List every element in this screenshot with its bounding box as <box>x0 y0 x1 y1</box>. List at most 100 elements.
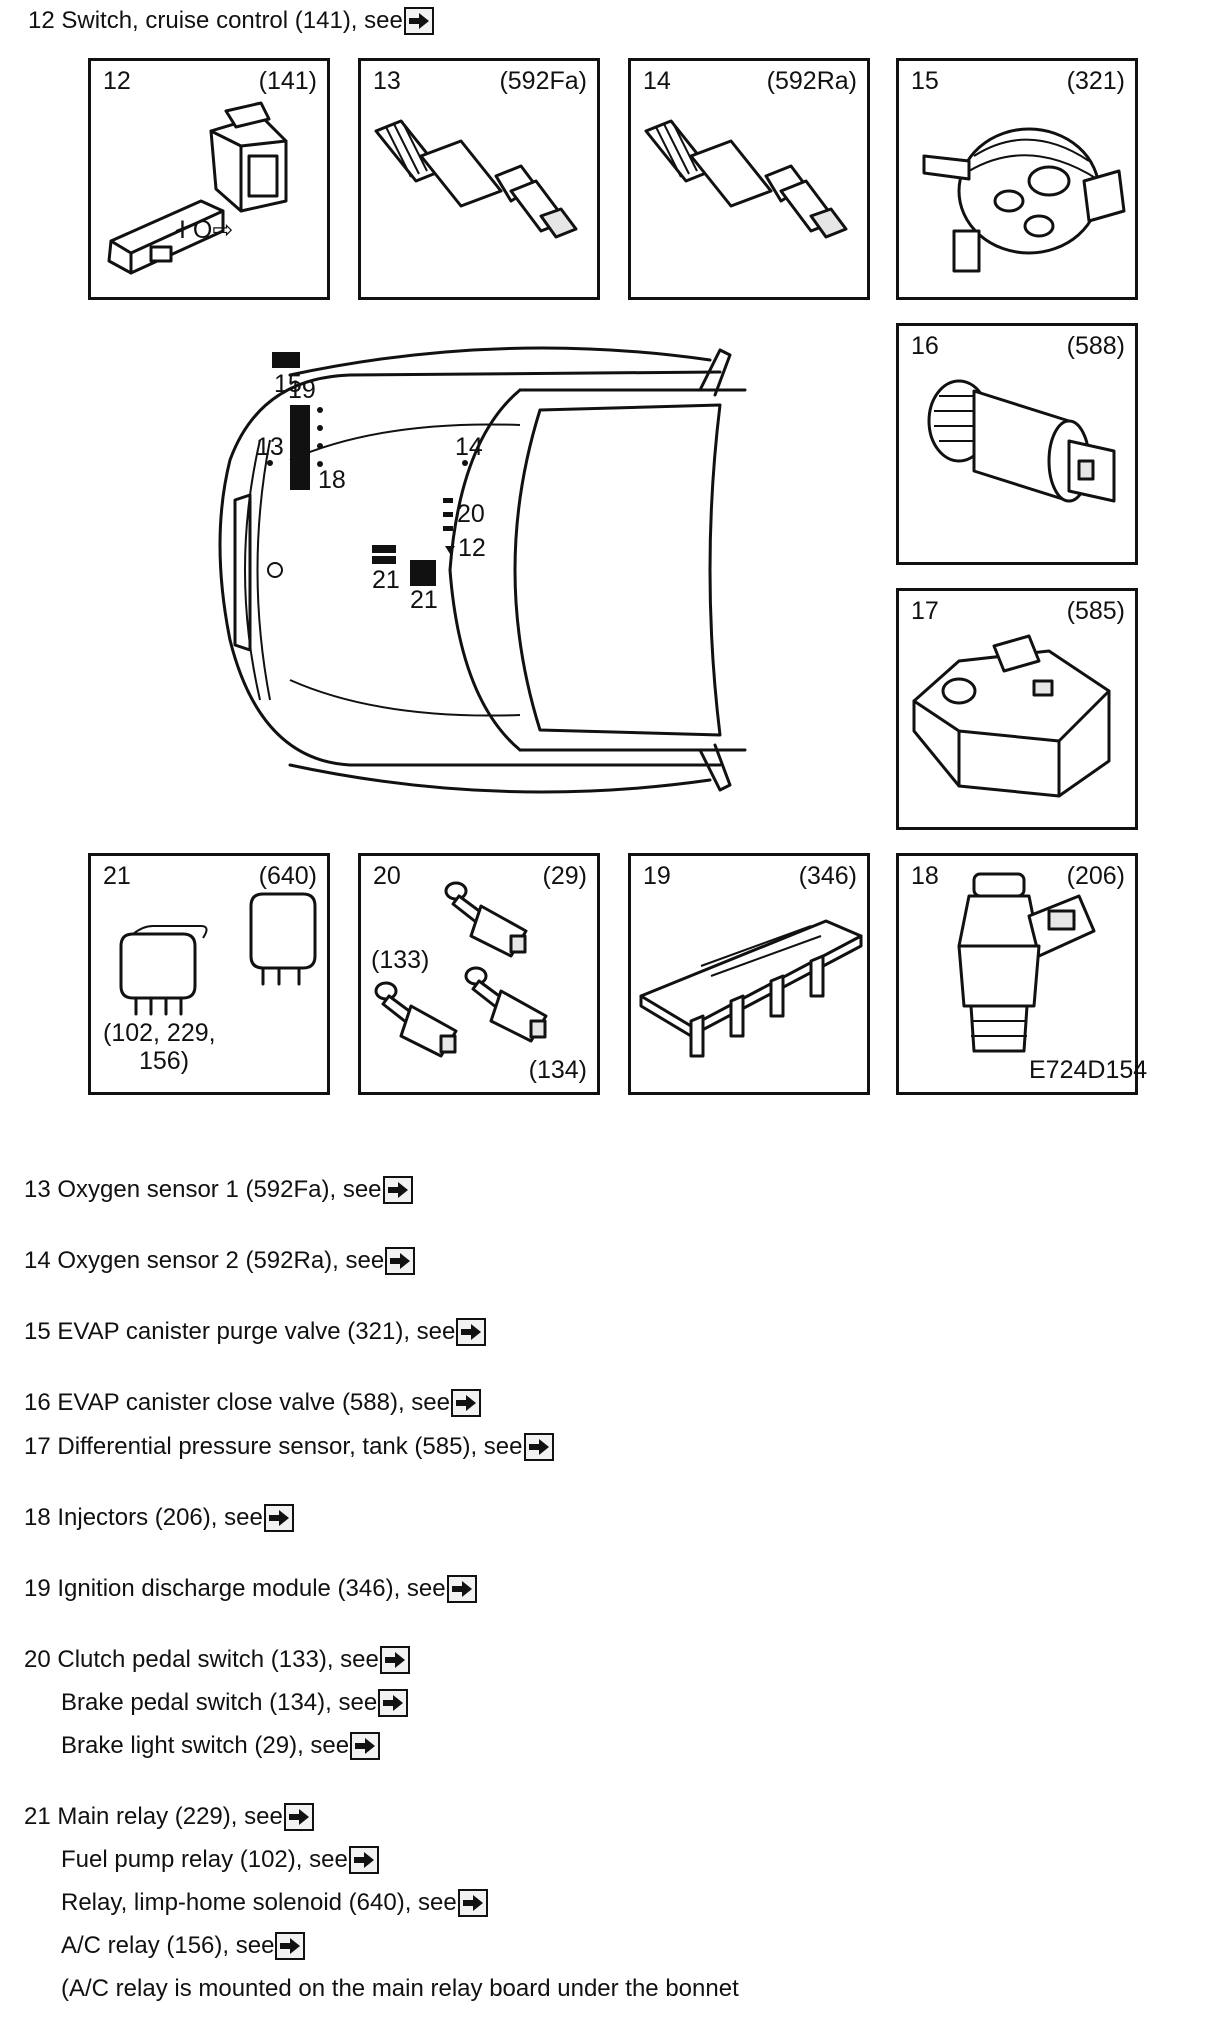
see-link-button[interactable] <box>456 1318 487 1346</box>
see-link-button[interactable] <box>283 1803 314 1831</box>
legend-item-15: 15 EVAP canister purge valve (321), see <box>24 1317 487 1347</box>
legend-note-ac-relay: (A/C relay is mounted on the main relay … <box>61 1975 739 2002</box>
ignition-discharge-module-illustration <box>639 919 863 1058</box>
see-link-button[interactable] <box>348 1846 379 1874</box>
right-arrow-icon <box>355 1738 376 1754</box>
injector-illustration: E724D154 <box>957 872 1147 1084</box>
component-panel-17: 17 (585) <box>896 588 1138 830</box>
component-panel-21: 21 (640) (102, 229, 156) <box>88 853 330 1095</box>
right-arrow-icon <box>268 1510 289 1526</box>
panel-number: 18 <box>911 862 939 890</box>
right-arrow-icon <box>408 13 429 29</box>
overview-label-21b: 21 <box>410 586 438 614</box>
see-link-button[interactable] <box>403 7 434 35</box>
see-link-button[interactable] <box>378 1689 409 1717</box>
differential-pressure-sensor-illustration <box>912 634 1111 798</box>
legend-item-21: 21 Main relay (229), see <box>24 1802 314 1832</box>
right-arrow-icon <box>383 1695 404 1711</box>
panel-extra-label: (102, 229, <box>103 1019 216 1047</box>
panel-extra-label: 156) <box>139 1047 190 1075</box>
right-arrow-icon <box>288 1809 309 1825</box>
right-arrow-icon <box>353 1852 374 1868</box>
pedal-switches-illustration <box>374 881 548 1058</box>
cruise-control-switch-illustration: I O⇨ <box>107 101 288 275</box>
panel-code: (29) <box>542 862 587 890</box>
see-link-button[interactable] <box>379 1646 410 1674</box>
panel-number: 20 <box>373 862 401 890</box>
see-link-button[interactable] <box>263 1504 294 1532</box>
see-link-button[interactable] <box>385 1247 416 1275</box>
component-panel-14: 14 (592Ra) <box>628 58 870 300</box>
panel-code: (321) <box>1066 67 1125 95</box>
panel-code: (640) <box>258 862 317 890</box>
oxygen-sensor-2-illustration <box>644 119 848 239</box>
component-panel-19: 19 (346) <box>628 853 870 1095</box>
see-link-button[interactable] <box>350 1732 381 1760</box>
figure-id: E724D154 <box>1029 1056 1147 1084</box>
legend-item-20-brake-light: Brake light switch (29), see <box>61 1731 381 1761</box>
legend-item-21-ac-relay: A/C relay (156), see <box>61 1931 306 1961</box>
legend-item-17: 17 Differential pressure sensor, tank (5… <box>24 1432 554 1462</box>
see-link-button[interactable] <box>457 1889 488 1917</box>
panel-number: 15 <box>911 67 939 95</box>
panel-code: (346) <box>798 862 857 890</box>
panel-number: 13 <box>373 67 401 95</box>
overview-label-18: 18 <box>318 466 346 494</box>
page-heading: 12 Switch, cruise control (141), see <box>28 6 434 36</box>
legend-item-18: 18 Injectors (206), see <box>24 1503 294 1533</box>
right-arrow-icon <box>384 1652 405 1668</box>
panel-number: 16 <box>911 332 939 360</box>
component-panel-16: 16 (588) <box>896 323 1138 565</box>
panel-extra-label: (134) <box>528 1056 587 1084</box>
right-arrow-icon <box>462 1895 483 1911</box>
right-arrow-icon <box>456 1395 476 1411</box>
overview-label-12: 12 <box>458 534 486 562</box>
see-link-button[interactable] <box>275 1932 306 1960</box>
panel-number: 17 <box>911 597 939 625</box>
right-arrow-icon <box>528 1439 549 1455</box>
right-arrow-icon <box>451 1581 472 1597</box>
heading-text: 12 Switch, cruise control (141), see <box>28 7 403 34</box>
panel-code: (585) <box>1066 597 1125 625</box>
see-link-button[interactable] <box>451 1389 481 1417</box>
legend-item-20-brake-pedal: Brake pedal switch (134), see <box>61 1688 409 1718</box>
right-arrow-icon <box>387 1182 408 1198</box>
legend-item-21-fuel-pump: Fuel pump relay (102), see <box>61 1845 379 1875</box>
legend-item-19: 19 Ignition discharge module (346), see <box>24 1574 477 1604</box>
component-panel-20: 20 (29) (133) (134) <box>358 853 600 1095</box>
overview-label-20: 20 <box>457 500 485 528</box>
component-panel-13: 13 (592Fa) <box>358 58 600 300</box>
see-link-button[interactable] <box>523 1433 554 1461</box>
component-panel-18: E724D154 18 (206) <box>896 853 1147 1095</box>
legend-item-13: 13 Oxygen sensor 1 (592Fa), see <box>24 1175 413 1205</box>
panel-extra-label: (133) <box>371 946 430 974</box>
overview-label-19: 19 <box>288 376 316 404</box>
overview-label-15: 15 <box>274 370 302 398</box>
right-arrow-icon <box>461 1324 482 1340</box>
panel-code: (592Fa) <box>499 67 587 95</box>
component-panel-15: 15 (321) <box>896 58 1138 300</box>
panel-code: (588) <box>1066 332 1125 360</box>
relays-illustration <box>119 892 317 1016</box>
panel-number: 12 <box>103 67 131 95</box>
legend-item-20: 20 Clutch pedal switch (133), see <box>24 1645 410 1675</box>
evap-close-valve-illustration <box>927 379 1116 503</box>
see-link-button[interactable] <box>446 1575 477 1603</box>
panel-number: 19 <box>643 862 671 890</box>
right-arrow-icon <box>280 1938 301 1954</box>
legend-item-16: 16 EVAP canister close valve (588), see <box>24 1388 481 1418</box>
car-overview-diagram: 15 19 13 18 14 20 12 21 21 <box>218 346 747 794</box>
overview-label-13: 13 <box>256 433 284 461</box>
see-link-button[interactable] <box>382 1176 413 1204</box>
legend-item-14: 14 Oxygen sensor 2 (592Ra), see <box>24 1246 416 1276</box>
panel-number: 21 <box>103 862 131 890</box>
overview-label-21a: 21 <box>372 566 400 594</box>
oxygen-sensor-1-illustration <box>374 119 578 239</box>
component-panel-12: I O⇨ 12 (141) <box>88 58 330 300</box>
legend-item-21-limp-home: Relay, limp-home solenoid (640), see <box>61 1888 488 1918</box>
panel-code: (206) <box>1066 862 1125 890</box>
panel-code: (141) <box>258 67 317 95</box>
right-arrow-icon <box>390 1253 411 1269</box>
evap-purge-valve-illustration <box>922 127 1126 273</box>
overview-label-14: 14 <box>455 433 483 461</box>
